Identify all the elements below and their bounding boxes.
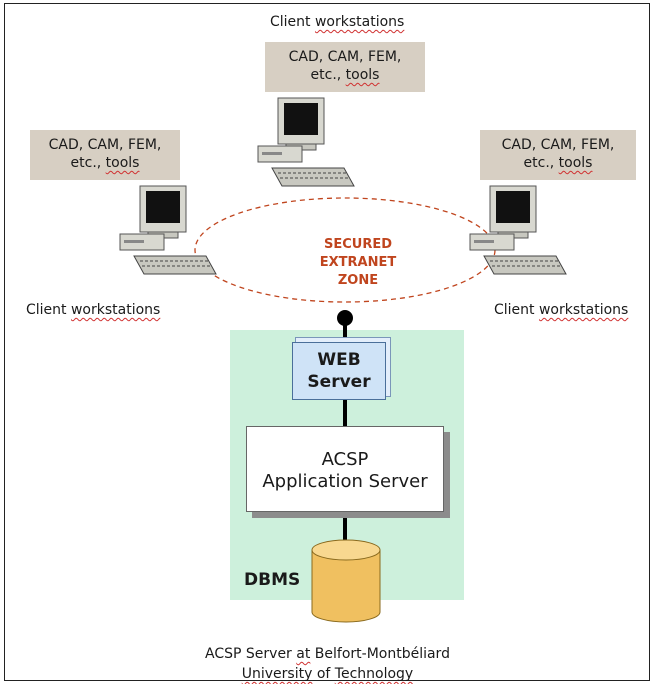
computer-icon-right	[469, 185, 567, 275]
client-label-top-word2: workstations	[314, 14, 405, 30]
zone-line3: ZONE	[337, 273, 379, 288]
web-server-line1: WEB	[317, 350, 361, 370]
caption-l2-of: of	[316, 666, 331, 682]
tools-right-tools: tools	[558, 155, 593, 171]
tools-right-line1: CAD, CAM, FEM,	[501, 137, 615, 153]
client-label-left-word1: Client	[26, 302, 67, 318]
tools-top-tools: tools	[345, 67, 380, 83]
caption-l2-technology: Technology	[334, 666, 414, 682]
computer-icon-left	[119, 185, 217, 275]
client-label-right-word2: workstations	[538, 302, 629, 318]
server-caption: ACSP Server at Belfort-Montbéliard Unive…	[0, 644, 655, 684]
figure-frame	[4, 3, 650, 681]
tools-top-etc: etc.,	[310, 67, 342, 83]
server-caption-line2: University of Technology	[0, 664, 655, 684]
client-label-top: Client workstations	[270, 14, 404, 30]
tools-box-top: CAD, CAM, FEM, etc., tools	[265, 42, 425, 92]
caption-l1-b: Belfort-Montbéliard	[314, 646, 450, 662]
extranet-zone-label: SECURED EXTRANET ZONE	[298, 236, 418, 290]
tools-left-etc: etc.,	[70, 155, 102, 171]
caption-l1-at: at	[296, 646, 311, 662]
tools-box-left: CAD, CAM, FEM, etc., tools	[30, 130, 180, 180]
web-server-box: WEB Server	[292, 342, 386, 400]
client-label-right: Client workstations	[494, 302, 628, 318]
tools-top-line2: etc., tools	[265, 66, 425, 84]
caption-l2-university: University	[241, 666, 313, 682]
client-label-left: Client workstations	[26, 302, 160, 318]
tools-right-etc: etc.,	[523, 155, 555, 171]
server-caption-line1: ACSP Server at Belfort-Montbéliard	[0, 644, 655, 664]
app-server-line2: Application Server	[262, 471, 428, 492]
tools-left-line1: CAD, CAM, FEM,	[48, 137, 162, 153]
tools-left-tools: tools	[105, 155, 140, 171]
database-cylinder	[311, 539, 381, 623]
zone-line2: EXTRANET	[319, 255, 397, 270]
application-server-box: ACSP Application Server	[246, 426, 444, 512]
connection-point	[337, 310, 353, 326]
computer-icon-top	[257, 97, 355, 187]
client-label-left-word2: workstations	[70, 302, 161, 318]
web-server-line2: Server	[307, 372, 371, 392]
tools-top-line1: CAD, CAM, FEM,	[288, 49, 402, 65]
caption-l1-a: ACSP Server	[205, 646, 292, 662]
zone-line1: SECURED	[323, 237, 393, 252]
client-label-right-word1: Client	[494, 302, 535, 318]
tools-left-line2: etc., tools	[30, 154, 180, 172]
client-label-top-word1: Client	[270, 14, 311, 30]
tools-box-right: CAD, CAM, FEM, etc., tools	[480, 130, 636, 180]
tools-right-line2: etc., tools	[480, 154, 636, 172]
app-server-line1: ACSP	[321, 449, 369, 470]
dbms-label: DBMS	[244, 570, 301, 590]
